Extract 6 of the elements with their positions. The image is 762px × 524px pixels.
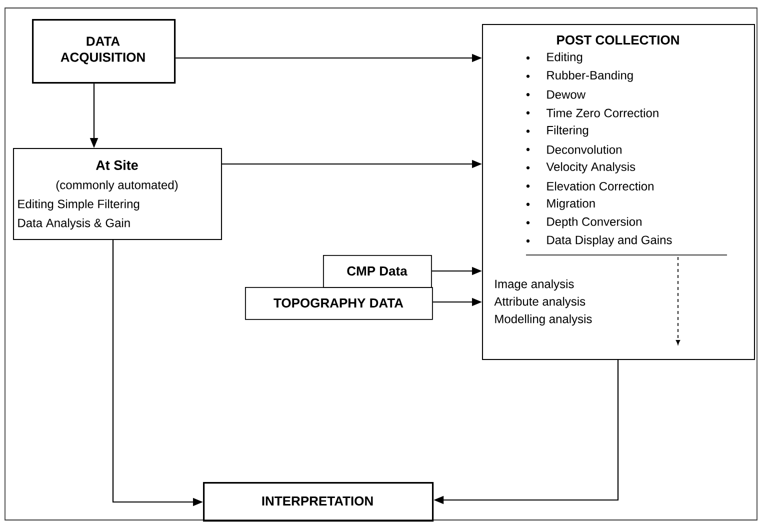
process-box: POST COLLECTION Editing Rubber-Banding Dewow Time Zero Correction Filtering Deconvolution Velocity Analysis Elevation Correction Migration Depth Conversion Data Display and Gains Image analysis Attribute analysis Modelling analysis <box>482 24 755 360</box>
process-box: At Site (commonly automated) Editing Simple Filtering Data Analysis & Gain <box>13 148 222 240</box>
process-box: INTERPRETATION <box>203 482 434 522</box>
input-box: TOPOGRAPHY DATA <box>245 287 433 320</box>
process-box: DATA ACQUISITION <box>32 19 176 84</box>
input-box: CMP Data <box>323 255 432 288</box>
